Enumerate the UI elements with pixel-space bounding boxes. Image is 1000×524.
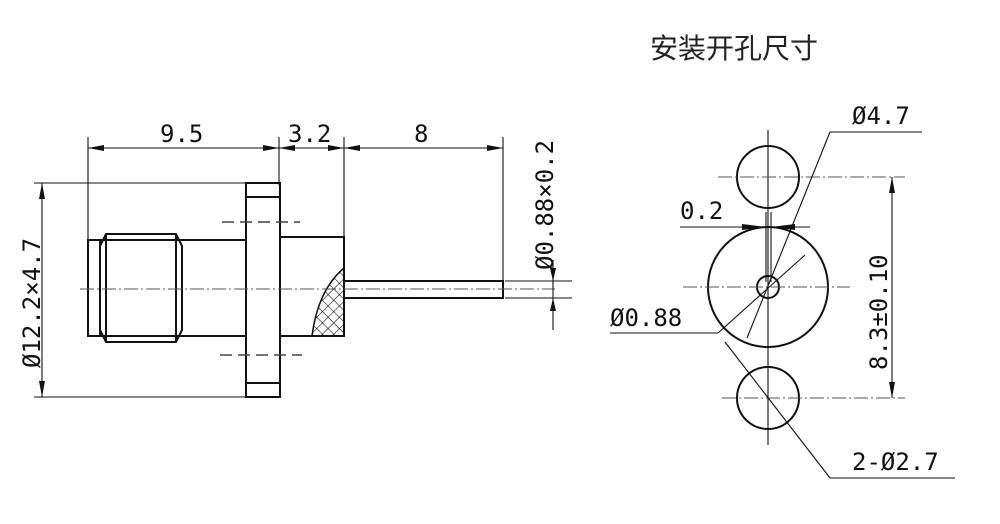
- dim-center-hole: Ø4.7: [852, 102, 910, 130]
- connector-body: [87, 239, 247, 337]
- dim-slot: 0.2: [680, 197, 723, 225]
- dim-body-length: 9.5: [160, 120, 203, 148]
- dim-mount-holes: 2-Ø2.7: [852, 448, 939, 476]
- flange: [245, 182, 281, 398]
- side-view: 9.5 3.2 8 Ø12.2×4.7 Ø0.88×0.2: [18, 120, 572, 398]
- drawing-title: 安装开孔尺寸: [650, 32, 818, 65]
- dim-flange-length: 3.2: [288, 120, 331, 148]
- dim-flange-size: Ø12.2×4.7: [18, 238, 46, 368]
- dim-pin: Ø0.88×0.2: [531, 140, 559, 270]
- dim-spacing: 8.3±0.10: [865, 254, 893, 370]
- dim-pin-length: 8: [414, 120, 428, 148]
- dim-pin-hole: Ø0.88: [610, 304, 682, 332]
- panel-cutout-view: 8.3±0.10 Ø4.7 0.2 Ø0.88 2-Ø2.7: [610, 102, 955, 479]
- hatched-section: [311, 266, 345, 337]
- coupling-nut: [99, 233, 183, 343]
